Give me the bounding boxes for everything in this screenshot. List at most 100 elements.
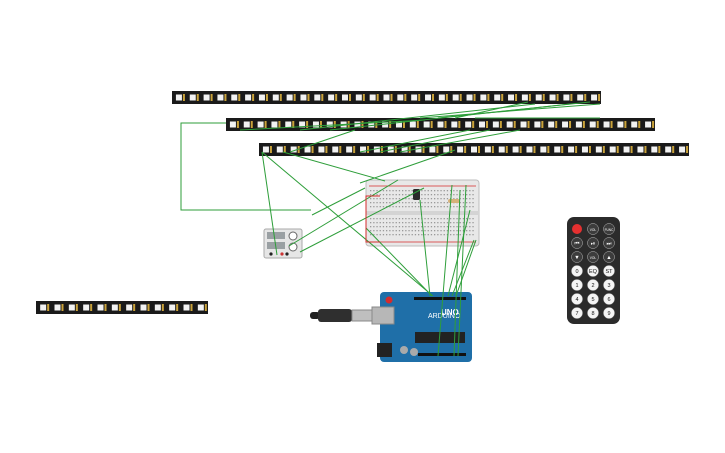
led-strip[interactable]: [172, 91, 601, 104]
remote-button-label: 7: [575, 311, 578, 317]
led-pixel: [189, 94, 196, 101]
remote-button[interactable]: 8: [587, 307, 599, 319]
led-pixel: [346, 146, 353, 153]
remote-button-label: ST: [605, 269, 613, 275]
led-pixel: [243, 121, 250, 128]
wire: [437, 184, 453, 357]
led-pixel: [197, 304, 204, 311]
led-pixel: [492, 121, 499, 128]
led-pixel: [304, 146, 311, 153]
led-pixel: [258, 94, 265, 101]
remote-button[interactable]: 9: [603, 307, 615, 319]
wire: [447, 209, 471, 297]
led-pixel: [457, 146, 464, 153]
remote-button[interactable]: ▼: [571, 251, 583, 263]
ir-receiver[interactable]: [413, 189, 420, 200]
led-pixel: [40, 304, 47, 311]
wire: [261, 151, 434, 297]
led-pixel: [368, 121, 375, 128]
led-pixel: [549, 94, 556, 101]
wire: [379, 129, 491, 153]
remote-button[interactable]: ⏯: [587, 237, 599, 249]
led-pixel: [332, 146, 339, 153]
led-pixel: [568, 146, 575, 153]
remote-button[interactable]: ⏭: [603, 237, 615, 249]
wire: [419, 199, 431, 297]
led-pixel: [411, 94, 418, 101]
remote-button[interactable]: 3: [603, 279, 615, 291]
led-pixel: [506, 121, 513, 128]
remote-button-label: ▼: [574, 255, 579, 261]
led-pixel: [397, 94, 404, 101]
remote-button[interactable]: 1: [571, 279, 583, 291]
led-pixel: [631, 121, 638, 128]
wire: [359, 149, 456, 184]
remote-button-label: 9: [607, 311, 610, 317]
led-pixel: [326, 121, 333, 128]
wire: [311, 187, 366, 216]
remote-button-label: 3: [607, 283, 610, 289]
remote-button[interactable]: 2: [587, 279, 599, 291]
remote-button[interactable]: 5: [587, 293, 599, 305]
power-supply[interactable]: [263, 228, 303, 259]
remote-button[interactable]: VOL: [587, 223, 599, 235]
led-strips: [36, 91, 689, 314]
remote-power-button[interactable]: [572, 224, 582, 234]
led-pixel: [203, 94, 210, 101]
arduino-uno[interactable]: ARDUINO UNO: [371, 292, 472, 362]
resistor[interactable]: [448, 199, 460, 203]
led-pixel: [409, 121, 416, 128]
led-pixel: [341, 94, 348, 101]
led-pixel: [508, 94, 515, 101]
remote-button[interactable]: EQ: [587, 265, 599, 277]
breadboard[interactable]: [365, 179, 480, 247]
remote-button[interactable]: FUNC: [603, 223, 615, 235]
wire: [455, 239, 477, 297]
remote-button[interactable]: 4: [571, 293, 583, 305]
wire: [437, 101, 591, 119]
wire: [180, 122, 311, 211]
led-pixel: [651, 146, 658, 153]
led-pixel: [466, 94, 473, 101]
remote-button-label: 1: [575, 283, 578, 289]
led-strip[interactable]: [259, 143, 689, 156]
remote-button[interactable]: ST: [603, 265, 615, 277]
remote-button-label: ▲: [606, 255, 611, 261]
led-pixel: [169, 304, 176, 311]
arduino-brand: ARDUINO: [428, 313, 461, 320]
wire: [454, 101, 529, 119]
usb-cable: [310, 309, 373, 322]
wire: [359, 129, 471, 153]
led-pixel: [452, 94, 459, 101]
led-pixel: [535, 94, 542, 101]
led-pixel: [637, 146, 644, 153]
remote-button[interactable]: ⏮: [571, 237, 583, 249]
led-pixel: [312, 121, 319, 128]
led-pixel: [512, 146, 519, 153]
remote-button[interactable]: VOL: [587, 251, 599, 263]
led-strip[interactable]: [226, 118, 655, 131]
led-strip[interactable]: [36, 301, 208, 314]
led-pixel: [354, 121, 361, 128]
led-pixel: [577, 94, 584, 101]
remote-button-label: ⏮: [575, 241, 580, 247]
led-pixel: [451, 121, 458, 128]
remote-button[interactable]: 7: [571, 307, 583, 319]
led-pixel: [360, 146, 367, 153]
remote-button[interactable]: ▲: [603, 251, 615, 263]
led-pixel: [595, 146, 602, 153]
led-pixel: [111, 304, 118, 311]
led-pixel: [471, 146, 477, 153]
led-pixel: [300, 94, 307, 101]
led-pixel: [262, 146, 269, 153]
led-pixel: [498, 146, 505, 153]
remote-button[interactable]: 0: [571, 265, 583, 277]
wire: [399, 129, 521, 153]
remote-button[interactable]: 6: [603, 293, 615, 305]
led-pixel: [290, 146, 297, 153]
remote-button-label: 8: [591, 311, 594, 317]
led-pixel: [589, 121, 596, 128]
